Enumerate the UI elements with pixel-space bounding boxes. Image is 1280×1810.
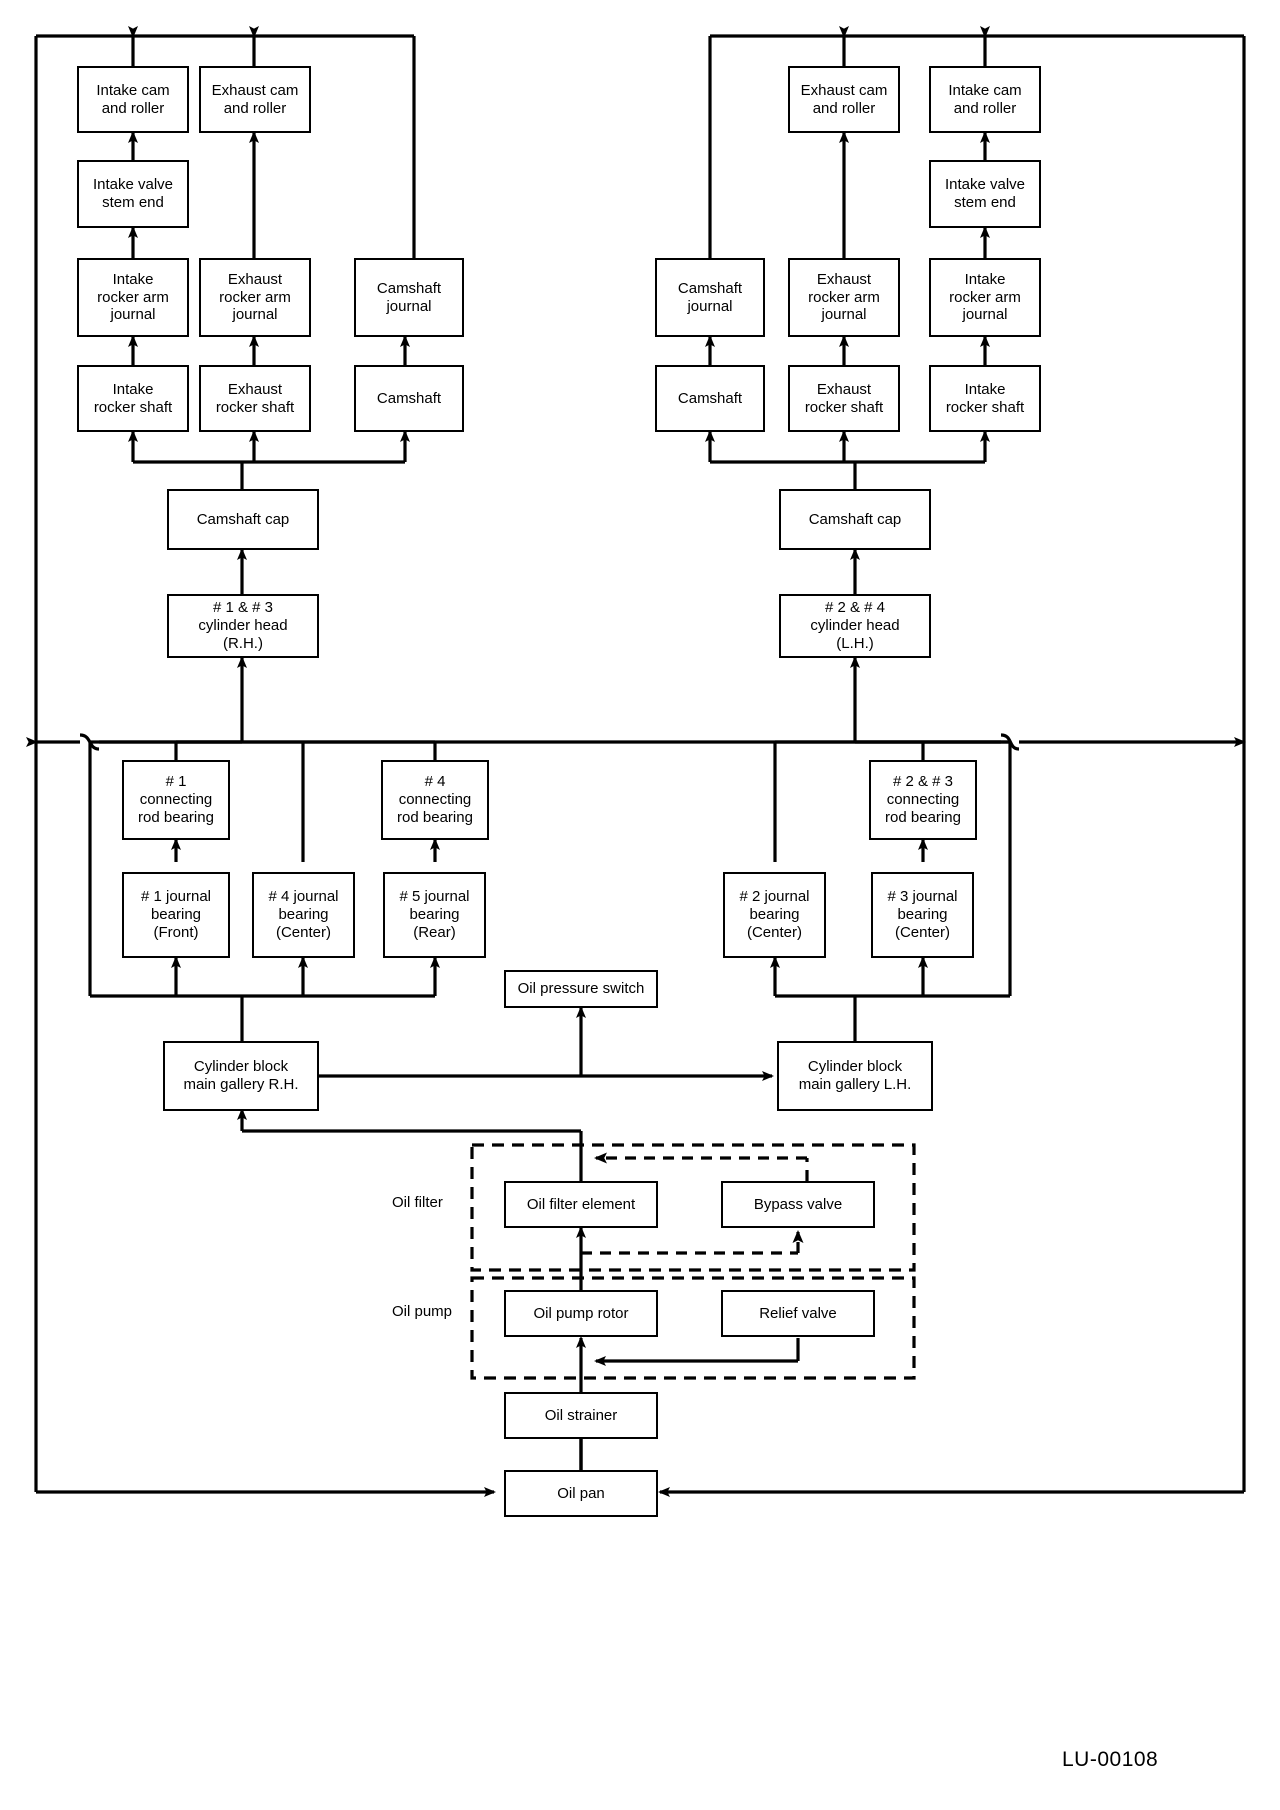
node-left-exhaust-rocker-shaft: Exhaust rocker shaft (199, 365, 311, 432)
group-label-oil-pump: Oil pump (392, 1303, 453, 1320)
node-relief-valve: Relief valve (721, 1290, 875, 1337)
node-cylinder-block-main-gallery-rh: Cylinder block main gallery R.H. (163, 1041, 319, 1111)
node-left-intake-cam-and-roller: Intake cam and roller (77, 66, 189, 133)
node-left-exhaust-rocker-arm-journal: Exhaust rocker arm journal (199, 258, 311, 337)
node-journal-bearing-1-front: # 1 journal bearing (Front) (122, 872, 230, 958)
node-right-intake-rocker-shaft: Intake rocker shaft (929, 365, 1041, 432)
group-label-oil-filter: Oil filter (392, 1194, 443, 1211)
node-left-camshaft-cap: Camshaft cap (167, 489, 319, 550)
node-left-camshaft: Camshaft (354, 365, 464, 432)
node-oil-pump-rotor: Oil pump rotor (504, 1290, 658, 1337)
node-oil-pan: Oil pan (504, 1470, 658, 1517)
node-right-exhaust-rocker-arm-journal: Exhaust rocker arm journal (788, 258, 900, 337)
node-left-cylinder-head: # 1 & # 3 cylinder head (R.H.) (167, 594, 319, 658)
node-bypass-valve: Bypass valve (721, 1181, 875, 1228)
node-journal-bearing-2-center: # 2 journal bearing (Center) (723, 872, 826, 958)
node-cylinder-block-main-gallery-lh: Cylinder block main gallery L.H. (777, 1041, 933, 1111)
node-right-camshaft-journal: Camshaft journal (655, 258, 765, 337)
node-left-intake-rocker-arm-journal: Intake rocker arm journal (77, 258, 189, 337)
node-right-intake-cam-and-roller: Intake cam and roller (929, 66, 1041, 133)
node-oil-filter-element: Oil filter element (504, 1181, 658, 1228)
figure-code: LU-00108 (1062, 1748, 1159, 1771)
node-journal-bearing-5-rear: # 5 journal bearing (Rear) (383, 872, 486, 958)
node-left-intake-valve-stem-end: Intake valve stem end (77, 160, 189, 228)
node-journal-bearing-3-center: # 3 journal bearing (Center) (871, 872, 974, 958)
node-connecting-rod-bearing-2-3: # 2 & # 3 connecting rod bearing (869, 760, 977, 840)
node-oil-strainer: Oil strainer (504, 1392, 658, 1439)
node-connecting-rod-bearing-1: # 1 connecting rod bearing (122, 760, 230, 840)
node-left-camshaft-journal: Camshaft journal (354, 258, 464, 337)
node-left-exhaust-cam-and-roller: Exhaust cam and roller (199, 66, 311, 133)
node-right-cylinder-head: # 2 & # 4 cylinder head (L.H.) (779, 594, 931, 658)
node-left-intake-rocker-shaft: Intake rocker shaft (77, 365, 189, 432)
node-connecting-rod-bearing-4: # 4 connecting rod bearing (381, 760, 489, 840)
node-right-camshaft-cap: Camshaft cap (779, 489, 931, 550)
node-right-intake-rocker-arm-journal: Intake rocker arm journal (929, 258, 1041, 337)
node-oil-pressure-switch: Oil pressure switch (504, 970, 658, 1008)
node-right-exhaust-rocker-shaft: Exhaust rocker shaft (788, 365, 900, 432)
node-journal-bearing-4-center: # 4 journal bearing (Center) (252, 872, 355, 958)
node-right-intake-valve-stem-end: Intake valve stem end (929, 160, 1041, 228)
node-right-exhaust-cam-and-roller: Exhaust cam and roller (788, 66, 900, 133)
node-right-camshaft: Camshaft (655, 365, 765, 432)
